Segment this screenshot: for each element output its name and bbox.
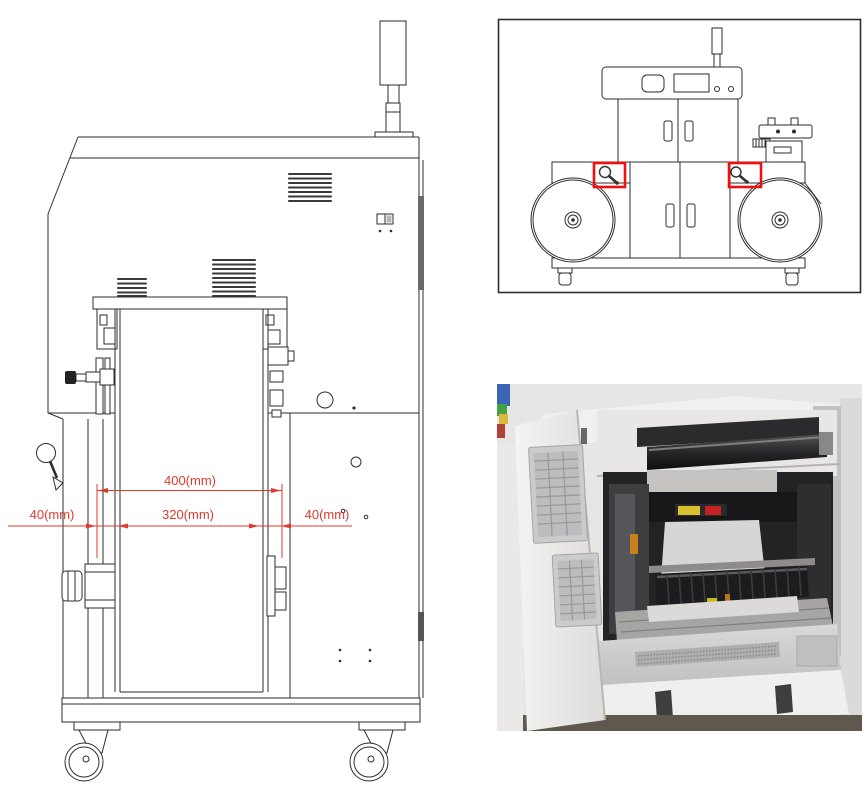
fuser-unit — [655, 566, 809, 607]
warning-label — [675, 504, 727, 516]
yellow-tab — [707, 598, 717, 605]
background-clutter — [497, 384, 510, 438]
keypad — [641, 74, 665, 93]
control-head — [601, 66, 743, 100]
signal-tower — [374, 20, 414, 138]
door-hinge — [581, 428, 587, 444]
label-applicator-module — [752, 117, 813, 163]
adjust-knob — [65, 371, 76, 384]
vent-grille-top — [287, 172, 333, 203]
caster-right — [349, 721, 406, 782]
machine-body-outline — [47, 136, 424, 723]
drawer-guides — [647, 596, 799, 622]
unwinder-roll — [530, 177, 616, 263]
button-dot — [728, 86, 734, 92]
drawer-handle-recess — [796, 635, 838, 667]
machine-leg — [775, 684, 793, 714]
dimension-annotations — [8, 484, 352, 558]
dimension-label-inner: 320(mm) — [162, 507, 214, 522]
vent-grille-mid — [211, 258, 257, 298]
release-lever — [36, 443, 64, 491]
display-screen — [673, 73, 710, 93]
dimension-label-right-margin: 40(mm) — [305, 507, 350, 522]
upper-cabinet — [617, 97, 739, 163]
front-view-diagram — [497, 18, 862, 294]
dimension-label-total: 400(mm) — [164, 473, 216, 488]
orange-clip — [630, 534, 638, 554]
open-door — [515, 409, 606, 731]
magnifier-icon-right — [730, 166, 749, 184]
vent-grille-small — [116, 277, 148, 298]
interior-photo — [497, 384, 862, 731]
hinge-strip — [418, 196, 424, 290]
right-outer-panel — [840, 398, 862, 731]
callout-box-right — [727, 161, 763, 189]
power-switch — [376, 213, 394, 233]
machine-leg — [655, 690, 673, 720]
callout-boxes — [592, 161, 763, 189]
magnifier-icon-left — [598, 165, 619, 185]
signal-tower — [708, 27, 726, 68]
caster-left — [64, 721, 121, 782]
rewinder-roll — [737, 177, 823, 263]
door-vent-grille-lower — [551, 552, 603, 628]
dimension-arrowheads: 400(mm) 40(mm) 320(mm) 40(mm) — [30, 473, 350, 529]
door-vent-grille-upper — [528, 444, 588, 544]
machine-base — [587, 670, 849, 726]
callout-box-left — [592, 161, 627, 189]
panel-holes — [316, 391, 372, 663]
button-dot — [714, 86, 720, 92]
paper-rollers — [596, 410, 841, 477]
dimension-label-left-margin: 40(mm) — [30, 507, 75, 522]
media-frame-column — [61, 296, 295, 693]
side-knob — [61, 570, 83, 602]
door-handle-strip — [418, 612, 424, 641]
side-view-diagram: 400(mm) 40(mm) 320(mm) 40(mm) — [8, 20, 424, 782]
lower-cabinet — [629, 161, 731, 259]
interior-mechanism — [609, 470, 831, 634]
open-drawer — [585, 596, 841, 686]
